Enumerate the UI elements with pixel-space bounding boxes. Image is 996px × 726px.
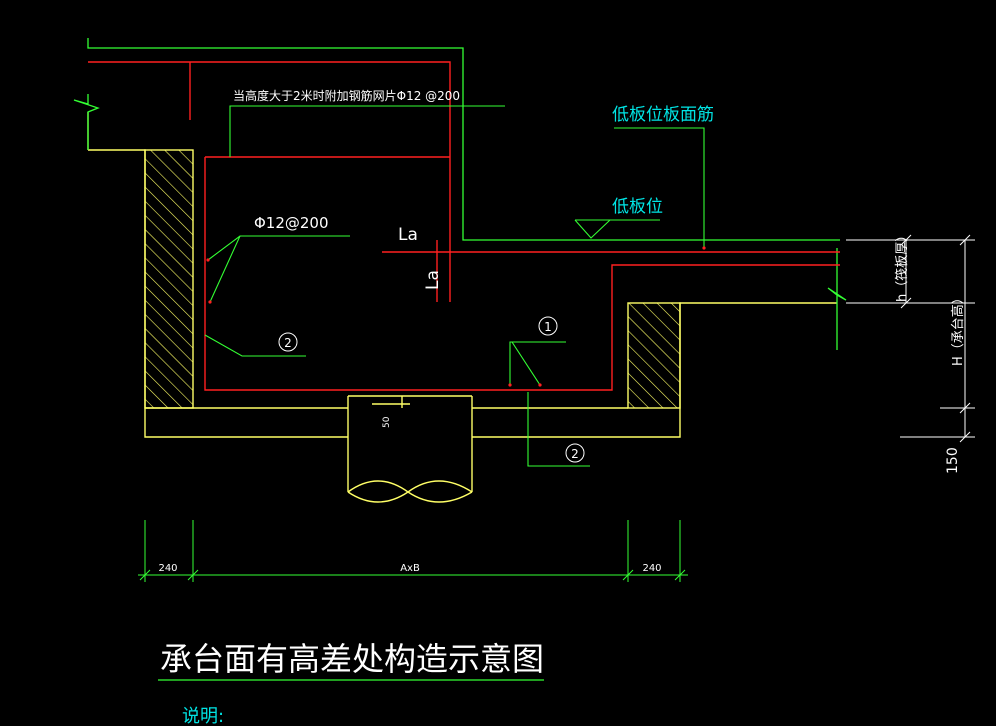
raft-thickness-label: h（筏板厚） bbox=[894, 229, 910, 302]
bar-spec-label: Φ12@200 bbox=[254, 214, 329, 232]
slab-lines bbox=[87, 38, 847, 350]
dim-right-label: 240 bbox=[642, 563, 661, 574]
leader-dots bbox=[206, 246, 706, 387]
dim-middle-label: AxB bbox=[400, 563, 420, 574]
note-label: 说明: bbox=[182, 706, 224, 726]
leader-lines bbox=[204, 105, 705, 467]
marker-2-left-label: 2 bbox=[284, 336, 292, 350]
marker-1-label: 1 bbox=[544, 320, 552, 334]
la-horizontal-label: La bbox=[398, 225, 418, 245]
extra-mesh-note: 当高度大于2米时附加钢筋网片Φ12 @200 bbox=[233, 88, 460, 103]
bottom-dimension bbox=[138, 520, 688, 582]
rebar-lines bbox=[88, 61, 840, 391]
dim-150-label: 150 bbox=[945, 447, 961, 474]
right-brick-wall bbox=[627, 302, 681, 409]
low-slab-top-bar-label: 低板位板面筋 bbox=[612, 105, 714, 125]
left-brick-wall bbox=[144, 149, 194, 409]
marker-circles bbox=[278, 316, 585, 463]
pile-embed-label: 50 bbox=[382, 416, 392, 428]
la-vertical-label: La bbox=[423, 270, 443, 290]
low-slab-level-label: 低板位 bbox=[612, 197, 663, 217]
concrete-outline bbox=[87, 112, 837, 503]
right-dimension bbox=[846, 234, 975, 443]
cap-height-label: H（承台高） bbox=[950, 291, 966, 366]
break-symbol-left bbox=[73, 94, 100, 150]
dim-left-label: 240 bbox=[158, 563, 177, 574]
marker-2-bottom-label: 2 bbox=[571, 447, 579, 461]
drawing-title: 承台面有高差处构造示意图 bbox=[160, 640, 544, 678]
